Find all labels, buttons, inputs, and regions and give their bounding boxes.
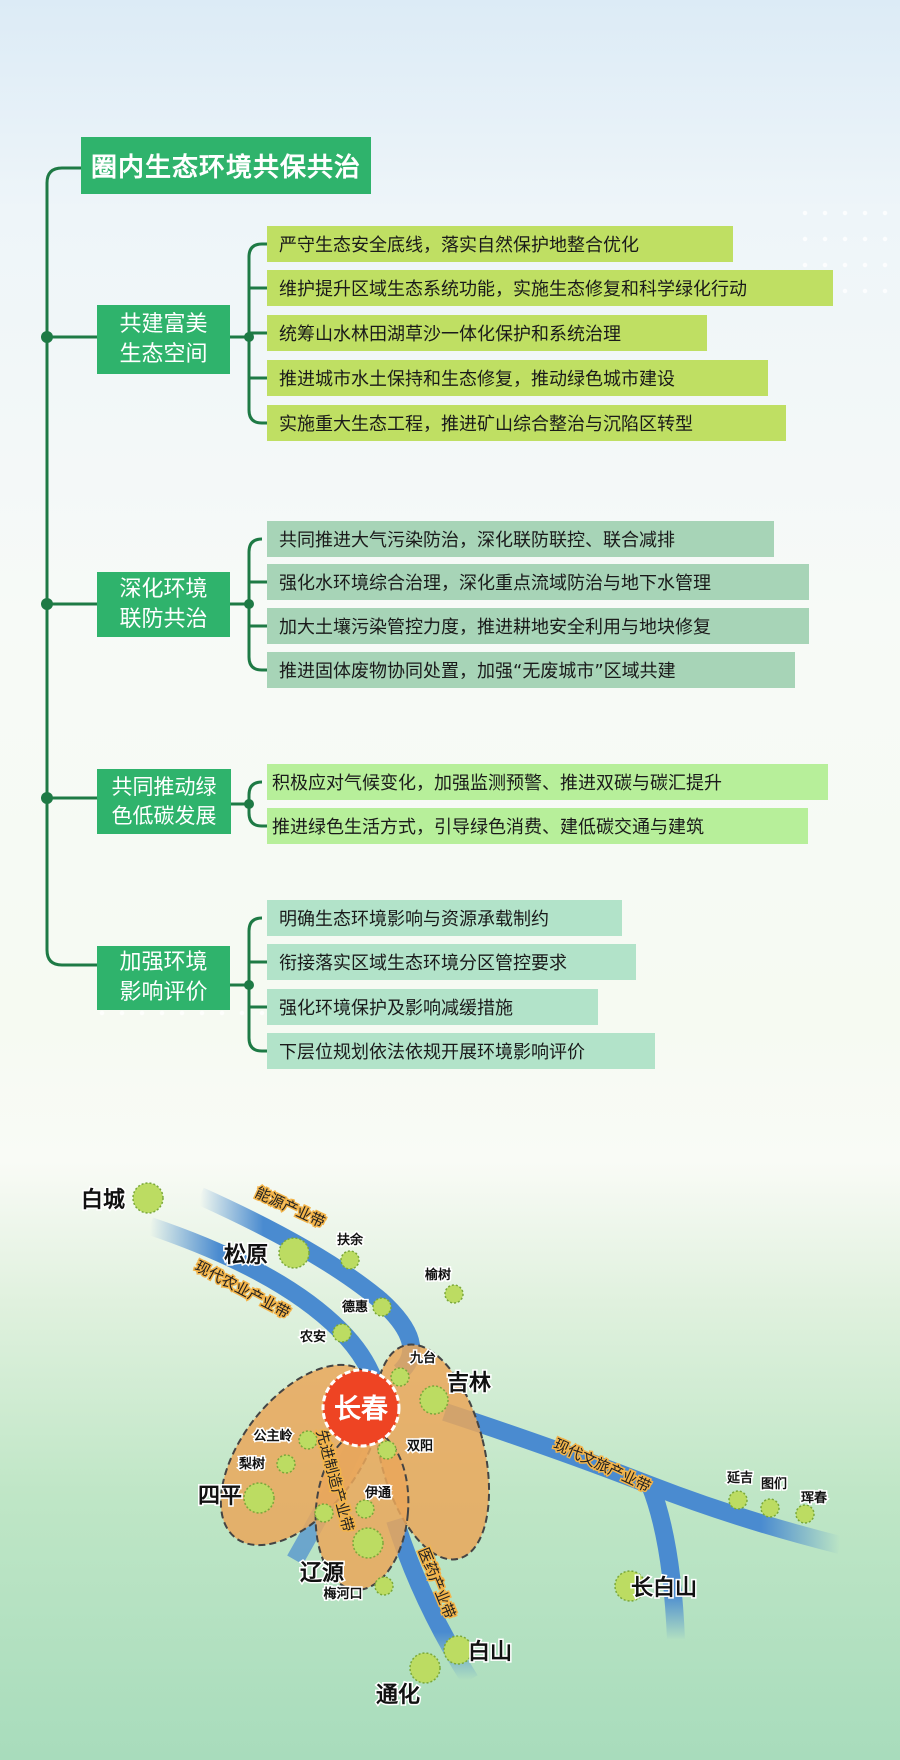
city-label: 伊通 bbox=[364, 1485, 391, 1501]
city-marker bbox=[276, 1454, 296, 1474]
road-changbaishan-branch bbox=[641, 1481, 685, 1641]
city-marker bbox=[377, 1440, 397, 1460]
city-label: 白山 bbox=[468, 1639, 512, 1665]
city-label: 德惠 bbox=[342, 1299, 368, 1315]
list-item: 积极应对气候变化，加强监测预警、推进双碳与碳汇提升 bbox=[267, 764, 828, 800]
city-marker bbox=[332, 1323, 352, 1343]
city-label: 延吉 bbox=[726, 1470, 753, 1486]
city-label: 榆树 bbox=[425, 1267, 451, 1283]
city-label: 图们 bbox=[761, 1476, 787, 1492]
city-label: 九台 bbox=[409, 1350, 436, 1366]
list-item: 统筹山水林田湖草沙一体化保护和系统治理 bbox=[267, 315, 707, 351]
list-item: 推进绿色生活方式，引导绿色消费、建低碳交通与建筑 bbox=[267, 808, 808, 844]
list-item: 推进城市水土保持和生态修复，推动绿色城市建设 bbox=[267, 360, 768, 396]
city-label: 扶余 bbox=[337, 1232, 364, 1248]
city-marker bbox=[390, 1367, 410, 1387]
city-marker bbox=[278, 1237, 310, 1269]
center-city-label: 长春 bbox=[334, 1394, 389, 1425]
city-label: 辽源 bbox=[300, 1560, 344, 1586]
city-label: 珲春 bbox=[801, 1490, 828, 1506]
list-item: 强化水环境综合治理，深化重点流域防治与地下水管理 bbox=[267, 564, 809, 600]
city-marker bbox=[372, 1297, 392, 1317]
list-item: 衔接落实区域生态环境分区管控要求 bbox=[267, 944, 636, 980]
list-item: 严守生态安全底线，落实自然保护地整合优化 bbox=[267, 226, 733, 262]
city-label: 吉林 bbox=[447, 1370, 491, 1396]
list-item: 共同推进大气污染防治，深化联防联控、联合减排 bbox=[267, 521, 774, 557]
city-label: 松原 bbox=[224, 1242, 268, 1268]
city-marker bbox=[444, 1284, 464, 1304]
list-item: 推进固体废物协同处置，加强“无废城市”区域共建 bbox=[267, 652, 795, 688]
city-label: 长白山 bbox=[631, 1575, 697, 1601]
city-label: 通化 bbox=[376, 1682, 420, 1708]
city-marker bbox=[374, 1576, 394, 1596]
section-label: 共建富美生态空间 bbox=[97, 305, 230, 374]
changchun-center-marker bbox=[321, 1368, 401, 1448]
industry-belt-label: 现代文旅产业带 bbox=[551, 1435, 654, 1496]
city-label: 梨树 bbox=[238, 1456, 265, 1472]
city-marker bbox=[243, 1482, 275, 1514]
list-item: 明确生态环境影响与资源承载制约 bbox=[267, 900, 622, 936]
city-marker bbox=[795, 1504, 815, 1524]
list-item: 强化环境保护及影响减缓措施 bbox=[267, 989, 598, 1025]
city-marker bbox=[355, 1499, 375, 1519]
city-label: 农安 bbox=[299, 1329, 326, 1345]
city-marker bbox=[132, 1182, 164, 1214]
city-label: 白城 bbox=[81, 1187, 125, 1213]
city-label: 公主岭 bbox=[253, 1428, 292, 1444]
list-item: 加大土壤污染管控力度，推进耕地安全利用与地块修复 bbox=[267, 608, 809, 644]
city-marker bbox=[314, 1503, 334, 1523]
city-marker bbox=[298, 1430, 318, 1450]
page-title: 圈内生态环境共保共治 bbox=[81, 137, 371, 194]
city-marker bbox=[340, 1250, 360, 1270]
mindmap-connectors bbox=[41, 166, 267, 1053]
list-item: 实施重大生态工程，推进矿山综合整治与沉陷区转型 bbox=[267, 405, 786, 441]
city-label: 双阳 bbox=[407, 1439, 433, 1454]
section-label: 深化环境联防共治 bbox=[97, 572, 230, 637]
section-label: 加强环境影响评价 bbox=[97, 946, 230, 1010]
city-marker bbox=[760, 1498, 780, 1518]
list-item: 下层位规划依法依规开展环境影响评价 bbox=[267, 1033, 655, 1069]
list-item: 维护提升区域生态系统功能，实施生态修复和科学绿化行动 bbox=[267, 270, 833, 306]
city-marker bbox=[419, 1385, 449, 1415]
city-marker bbox=[409, 1652, 441, 1684]
city-marker bbox=[728, 1490, 748, 1510]
city-label: 四平 bbox=[198, 1483, 242, 1509]
section-label: 共同推动绿色低碳发展 bbox=[97, 769, 231, 834]
city-marker bbox=[443, 1635, 473, 1665]
city-marker bbox=[352, 1527, 384, 1559]
city-marker bbox=[614, 1570, 646, 1602]
city-label: 梅河口 bbox=[323, 1586, 362, 1602]
